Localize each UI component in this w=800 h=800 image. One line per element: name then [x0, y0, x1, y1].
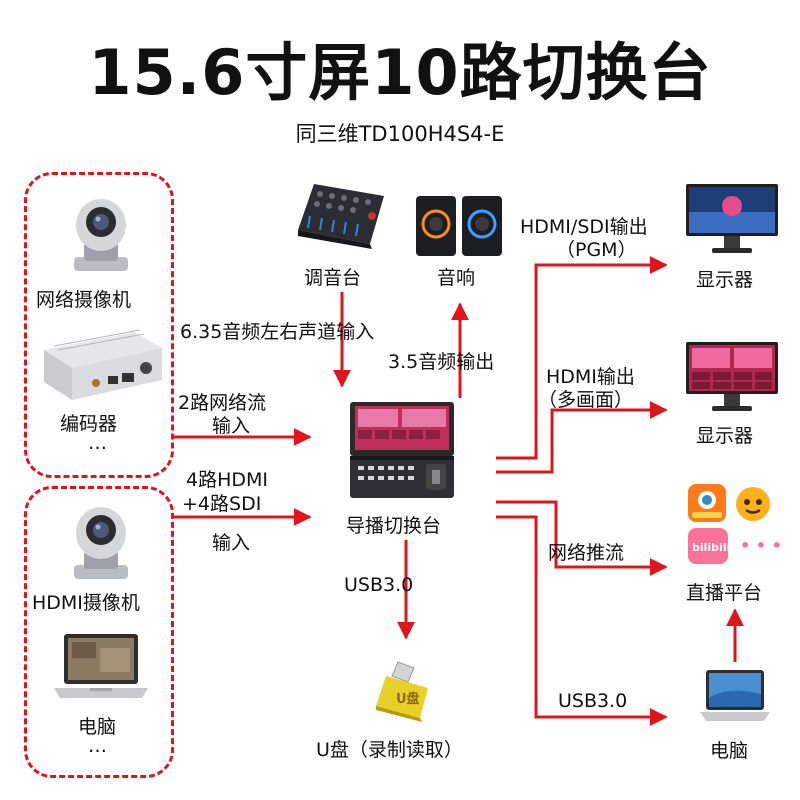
bilibili-logo-icon: bilibili: [688, 528, 728, 564]
svg-text:bilibili: bilibili: [692, 541, 728, 554]
usb-disk-record-label: U盘（录制读取）: [316, 739, 463, 761]
ellipsis-network-group: …: [88, 432, 107, 454]
ellipsis-hdmi-group: …: [88, 735, 107, 757]
computer-label-left: 电脑: [78, 716, 117, 738]
switcher-icon: [350, 402, 454, 498]
hdmi-camera-icon: [74, 507, 128, 579]
speaker-label: 音响: [437, 267, 476, 289]
audio-output-label: 3.5音频输出: [388, 351, 495, 373]
multiview-output-sublabel: （多画面）: [538, 389, 634, 411]
laptop-icon: [54, 634, 148, 698]
usb-disk-label: USB3.0: [344, 574, 414, 596]
sdi-input-label: +4路SDI: [182, 493, 262, 515]
pgm-output-label: HDMI/SDI输出: [520, 216, 648, 238]
mixer-label: 调音台: [304, 267, 362, 289]
hdmi-camera-label: HDMI摄像机: [32, 592, 140, 614]
arrow-pgm-output: [496, 256, 668, 460]
svg-text:U盘: U盘: [396, 691, 420, 707]
multiview-output-label: HDMI输出: [546, 366, 635, 388]
huya-logo-icon: [736, 487, 770, 521]
monitor-label-1: 显示器: [696, 269, 754, 291]
more-platforms: • • •: [740, 536, 782, 555]
network-stream-input-label: 2路网络流: [178, 392, 267, 414]
hdmi-input-label: 4路HDMI: [186, 469, 269, 491]
network-camera-label: 网络摄像机: [36, 289, 132, 311]
audio-input-label: 6.35音频左右声道输入: [180, 321, 375, 343]
live-platform-label: 直播平台: [686, 582, 763, 604]
multiview-monitor-icon: [686, 342, 778, 411]
usb-drive-icon: U盘: [376, 661, 428, 722]
network-push-label: 网络推流: [548, 542, 625, 564]
encoder-icon: [44, 329, 162, 400]
arrow-network-push: [496, 500, 668, 576]
arrow-usb-computer: [496, 515, 668, 726]
speaker-icon: [416, 196, 502, 256]
hdmi-input-group: [24, 486, 174, 778]
laptop-right-icon: [700, 670, 770, 721]
network-input-group: [24, 172, 174, 478]
monitor-label-2: 显示器: [696, 425, 754, 447]
douyu-logo-icon: [688, 484, 726, 522]
encoder-label: 编码器: [60, 413, 118, 435]
computer-label-right: 电脑: [710, 740, 749, 762]
usb-computer-label: USB3.0: [558, 690, 628, 712]
audio-mixer-icon: [298, 184, 384, 249]
page-title: 15.6寸屏10路切换台: [88, 36, 712, 109]
hdmi-input-label-3: 输入: [212, 532, 251, 554]
network-stream-input-label-2: 输入: [212, 415, 251, 437]
arrow-multiview-output: [496, 401, 668, 474]
monitor-icon: [686, 184, 778, 253]
switcher-label: 导播切换台: [346, 515, 442, 537]
pgm-output-sublabel: （PGM）: [556, 239, 637, 261]
ptz-camera-icon: [74, 199, 128, 271]
model-subtitle: 同三维TD100H4S4-E: [295, 122, 505, 146]
